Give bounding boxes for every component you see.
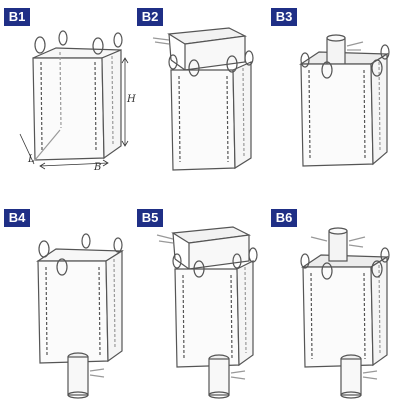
panel-label-b1: B1 [4, 8, 30, 26]
dimension-label-breadth: B [93, 162, 101, 173]
panel-b4: B4 [0, 201, 133, 402]
panel-label-b6: B6 [271, 209, 297, 227]
bag-diagram-b4 [36, 233, 124, 399]
panel-b5: B5 [133, 201, 267, 402]
bag-diagram-b5 [156, 226, 258, 399]
panel-b6: B6 [267, 201, 400, 402]
panel-label-b3: B3 [271, 8, 297, 26]
panel-b1: B1 [0, 0, 136, 201]
bag-diagram-b1: H L B [19, 30, 136, 173]
panel-label-b4: B4 [4, 209, 30, 227]
dimension-label-height: H [126, 94, 136, 105]
bag-diagram-b6 [300, 227, 390, 399]
panel-b3: B3 [267, 0, 400, 201]
dimension-label-length: L [27, 154, 35, 165]
panel-label-b5: B5 [137, 209, 163, 227]
panel-b2: B2 [133, 0, 267, 201]
bag-diagram-b2 [152, 27, 254, 171]
panel-label-b2: B2 [137, 8, 163, 26]
bag-diagram-b3 [299, 34, 390, 167]
